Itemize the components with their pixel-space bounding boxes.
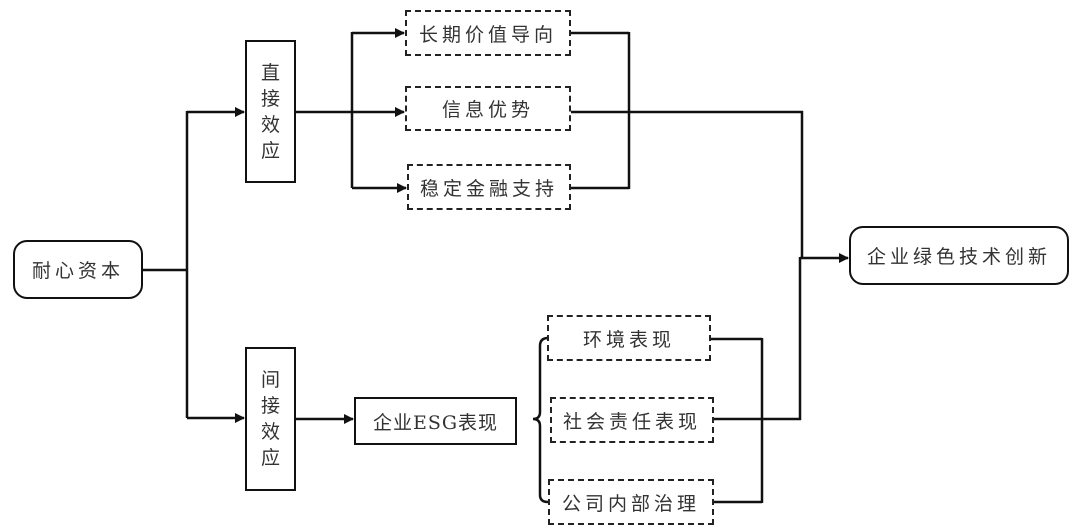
green-innovation-label: 企业绿色技术创新 [866, 246, 1051, 268]
long-term-value-node: 长期价值导向 [405, 10, 571, 56]
direct-effect-node: 直 接 效 应 [245, 40, 296, 183]
direct-effect-char: 应 [260, 139, 280, 162]
patient-capital-label: 耐心资本 [31, 260, 124, 282]
environmental-performance-label: 环境表现 [582, 328, 675, 351]
direct-effect-char: 效 [260, 113, 280, 136]
corporate-governance-node: 公司内部治理 [548, 479, 714, 525]
esg-performance-node: 企业ESG表现 [354, 397, 517, 445]
social-responsibility-node: 社会责任表现 [550, 397, 714, 443]
indirect-effect-char: 效 [260, 421, 280, 443]
direct-effect-char: 直 [260, 61, 280, 84]
corporate-governance-label: 公司内部治理 [561, 492, 700, 515]
long-term-value-label: 长期价值导向 [418, 23, 557, 46]
direct-effect-char: 接 [260, 87, 280, 110]
social-responsibility-label: 社会责任表现 [562, 410, 701, 433]
environmental-performance-node: 环境表现 [547, 315, 711, 361]
stable-financial-support-label: 稳定金融支持 [419, 177, 558, 200]
patient-capital-node: 耐心资本 [13, 240, 143, 299]
indirect-effect-char: 接 [260, 395, 280, 417]
green-innovation-node: 企业绿色技术创新 [849, 226, 1069, 285]
stable-financial-support-node: 稳定金融支持 [407, 164, 571, 210]
esg-components-brace [532, 336, 549, 504]
indirect-effect-node: 间 接 效 应 [245, 347, 296, 491]
esg-performance-label: 企业ESG表现 [372, 411, 499, 434]
indirect-effect-char: 应 [260, 447, 280, 469]
information-advantage-label: 信息优势 [441, 99, 534, 121]
indirect-effect-char: 间 [260, 369, 280, 391]
information-advantage-node: 信息优势 [405, 86, 571, 131]
